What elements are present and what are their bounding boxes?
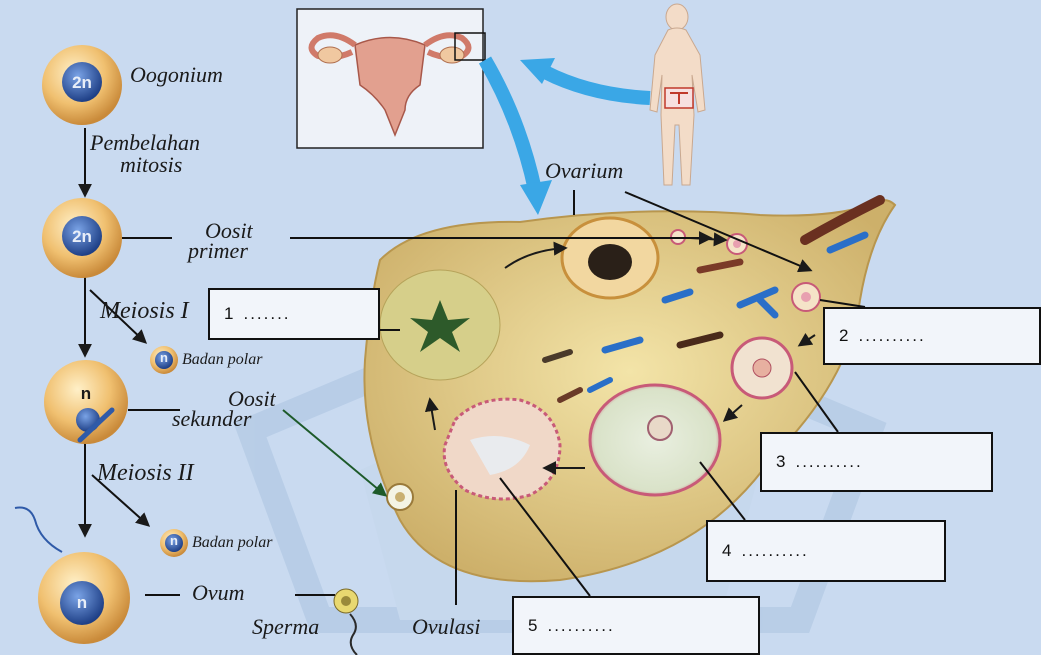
label-sperma: Sperma (252, 614, 319, 640)
answer-box-3-number: 3 (776, 452, 785, 472)
label-ovulasi: Ovulasi (412, 614, 480, 640)
label-mitosis-2: mitosis (120, 152, 182, 178)
answer-box-4-dots: .......... (741, 541, 808, 561)
answer-box-1-dots: ....... (243, 304, 290, 324)
answer-box-1[interactable]: 1 ....... (208, 288, 380, 340)
label-oosit-primer-2: primer (188, 238, 248, 264)
answer-box-2-dots: .......... (858, 326, 925, 346)
polar-body-2-ploidy: n (154, 533, 194, 548)
answer-box-3[interactable]: 3 .......... (760, 432, 993, 492)
oosit-sekunder-ploidy: n (66, 384, 106, 404)
oogonium-ploidy: 2n (62, 73, 102, 93)
female-figure (650, 4, 705, 185)
answer-box-1-number: 1 (224, 304, 233, 324)
label-ovum: Ovum (192, 580, 245, 606)
label-ovarium: Ovarium (545, 158, 623, 184)
label-badan-polar-2: Badan polar (192, 534, 272, 552)
answer-box-4-number: 4 (722, 541, 731, 561)
blue-arrow-down (485, 60, 535, 190)
label-oosit-sekunder-2: sekunder (172, 406, 251, 432)
label-meiosis-1: Meiosis I (100, 298, 189, 325)
answer-box-3-dots: .......... (795, 452, 862, 472)
polar-body-1-ploidy: n (144, 350, 184, 365)
blue-arrow-top (545, 72, 650, 98)
cell-ovum (15, 508, 130, 645)
oosit-primer-ploidy: 2n (62, 227, 102, 247)
answer-box-4[interactable]: 4 .......... (706, 520, 946, 582)
answer-box-5-dots: .......... (547, 616, 614, 636)
answer-box-5[interactable]: 5 .......... (512, 596, 760, 655)
label-badan-polar-1: Badan polar (182, 351, 262, 369)
label-oogonium: Oogonium (130, 62, 223, 88)
ovum-ploidy: n (62, 593, 102, 613)
answer-box-2[interactable]: 2 .......... (823, 307, 1041, 365)
answer-box-5-number: 5 (528, 616, 537, 636)
answer-box-2-number: 2 (839, 326, 848, 346)
label-meiosis-2: Meiosis II (97, 460, 194, 487)
